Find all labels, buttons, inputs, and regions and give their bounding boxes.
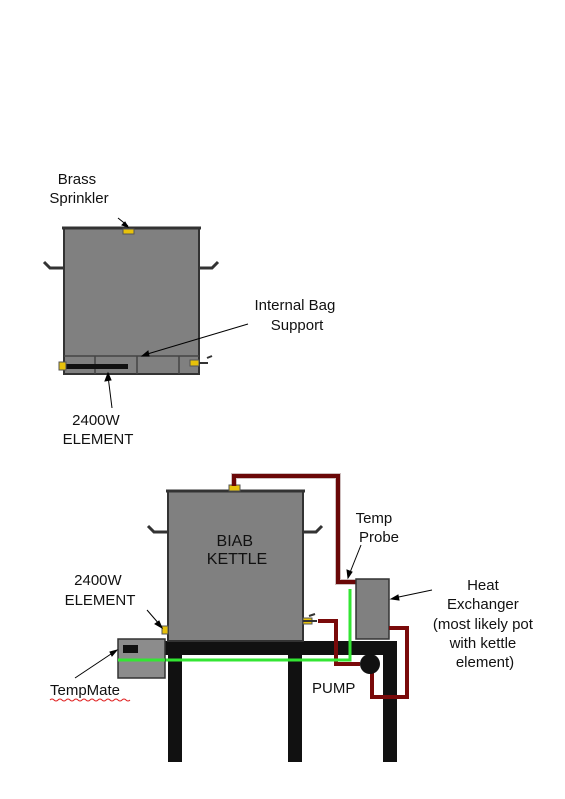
tempmate-label: TempMate [50, 682, 120, 699]
bottom-system-diagram: BIAB KETTLE Temp Probe 2400W ELEMENT Hea… [49, 473, 537, 762]
kettle-label: BIAB KETTLE [207, 533, 267, 568]
stand [164, 641, 397, 762]
return-hose [232, 474, 356, 584]
top-valve [189, 355, 213, 367]
supply-hose [318, 619, 360, 666]
bottom-element-label: 2400W ELEMENT [65, 572, 136, 609]
brass-sprinkler [122, 228, 135, 235]
top-element-label: 2400W ELEMENT [63, 412, 134, 448]
left-handle [42, 260, 64, 270]
tempmate-display [123, 645, 138, 653]
top-kettle-diagram: Brass Sprinkler Internal Bag Support 240… [42, 171, 339, 448]
bottom-callout-arrows [74, 544, 433, 679]
biab-kettle-body [167, 490, 304, 642]
kettle-left-handle [146, 524, 168, 534]
brass-sprinkler-label: Brass Sprinkler [49, 171, 108, 207]
top-kettle-body [63, 227, 200, 375]
temp-probe-wire [165, 589, 352, 662]
temp-probe-label: Temp Probe [356, 510, 399, 546]
kettle-valve [302, 613, 317, 625]
heat-exchanger-label: Heat Exchanger (most likely pot with ket… [433, 577, 537, 671]
top-callout-arrows [104, 217, 249, 409]
heat-exchanger [355, 578, 390, 640]
kettle-right-handle [303, 524, 324, 534]
right-handle [199, 260, 220, 270]
pump [360, 654, 380, 674]
top-element-fitting [58, 361, 67, 371]
internal-bag-support-label: Internal Bag Support [254, 297, 339, 334]
kettle-element-fitting [161, 625, 169, 635]
top-heating-element [66, 364, 128, 369]
pump-label: PUMP [312, 680, 355, 697]
tempmate-spell-underline [49, 698, 131, 702]
